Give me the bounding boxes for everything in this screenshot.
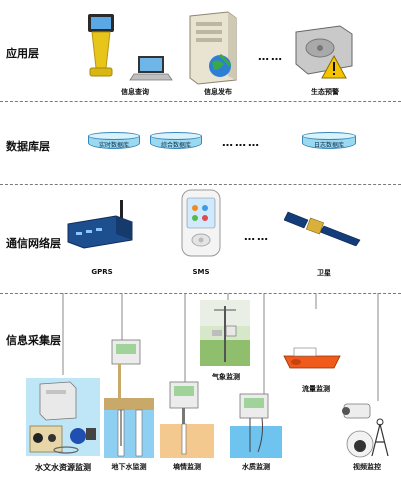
network-caption-gprs: GPRS <box>91 268 113 276</box>
layer-label-database: 数据库层 <box>6 140 50 153</box>
collection-caption-hydrology: 水文水资源监测 <box>35 463 91 472</box>
hydrology-station-icon <box>26 378 100 456</box>
database-integrated: 综合数据库 <box>150 132 202 152</box>
divider-1 <box>0 101 401 102</box>
flow-boat-icon <box>283 347 341 369</box>
app-ellipsis: …… <box>258 50 284 63</box>
collection-caption-water-quality: 水质监测 <box>242 463 270 471</box>
network-ellipsis: …… <box>244 230 270 243</box>
hard-drive-warning-icon <box>295 25 353 79</box>
database-log: 日志数据库 <box>302 132 356 152</box>
layer-label-application: 应用层 <box>6 47 39 60</box>
app-caption-query: 信息查询 <box>121 88 149 96</box>
database-label-integrated: 综合数据库 <box>160 142 191 149</box>
gprs-modem-icon <box>67 200 133 249</box>
satellite-icon <box>284 211 361 246</box>
layer-label-collection: 信息采集层 <box>6 334 61 347</box>
collection-caption-weather: 气象监测 <box>212 373 240 381</box>
weather-station-icon <box>200 300 250 366</box>
water-quality-station-icon <box>230 393 282 458</box>
network-caption-sms: SMS <box>192 268 210 276</box>
divider-2 <box>0 184 401 185</box>
database-label-log: 日志数据库 <box>313 142 344 149</box>
app-caption-warning: 生态预警 <box>311 88 339 96</box>
network-caption-satellite: 卫星 <box>317 269 331 277</box>
database-ellipsis: ……… <box>222 136 261 149</box>
collection-caption-flow: 流量监测 <box>302 385 330 393</box>
soil-moisture-station-icon <box>160 381 214 458</box>
groundwater-station-icon <box>104 339 154 458</box>
collection-caption-groundwater: 地下水监测 <box>111 463 147 471</box>
database-label-realtime: 实时数据库 <box>98 142 129 149</box>
layer-label-network: 通信网络层 <box>6 237 61 250</box>
collection-caption-video: 视频监控 <box>353 463 381 471</box>
collection-caption-soil: 墒情监测 <box>173 463 201 471</box>
app-caption-publish: 信息发布 <box>204 88 232 96</box>
video-camera-icon <box>342 403 389 458</box>
sms-phone-icon <box>181 189 221 257</box>
divider-3 <box>0 293 401 294</box>
kiosk-laptop-icon <box>88 14 173 81</box>
database-realtime: 实时数据库 <box>88 132 140 152</box>
server-globe-icon <box>189 11 237 85</box>
